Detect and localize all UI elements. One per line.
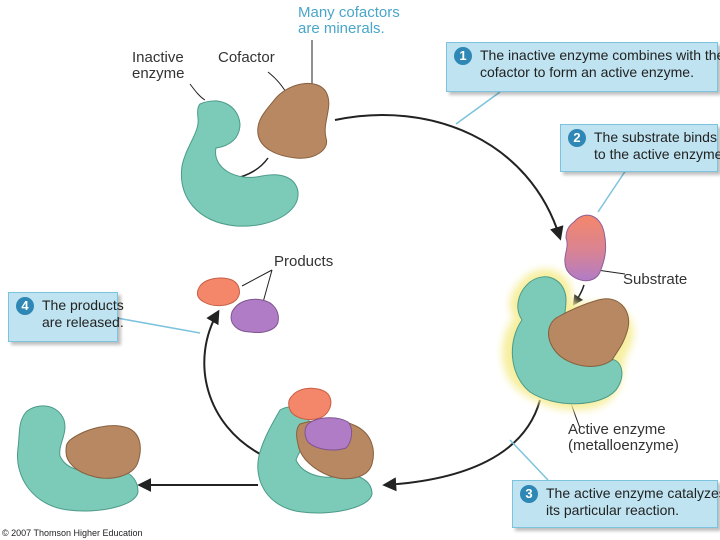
minerals-note-line-2: are minerals. <box>298 20 385 37</box>
arrow-to-release <box>203 309 263 456</box>
reacting-complex <box>257 387 374 514</box>
product-orange-shape <box>196 277 240 307</box>
substrate-label: Substrate <box>623 271 688 288</box>
copyright-notice: © 2007 Thomson Higher Education <box>2 528 143 538</box>
step-4-line-2: are released. <box>42 314 124 330</box>
inactive-enzyme-line-2: enzyme <box>132 65 185 82</box>
step-1-line-1: The inactive enzyme combines with the <box>480 47 720 63</box>
inactive-enzyme-label: Inactive enzyme <box>132 50 185 82</box>
products-label: Products <box>274 253 334 270</box>
active-enzyme-label: Active enzyme (metalloenzyme) <box>568 422 679 454</box>
step-1-badge: 1 <box>454 47 472 65</box>
step-2-line-2: to the active enzyme. <box>594 146 720 162</box>
cycle-arrows <box>137 113 585 492</box>
box-pointers <box>116 91 629 481</box>
step-3-badge: 3 <box>520 485 538 503</box>
step-1-line-2: cofactor to form an active enzyme. <box>480 64 694 80</box>
regenerated-enzyme <box>17 405 141 512</box>
cofactor-label: Cofactor <box>218 49 275 66</box>
arrow-to-substrate <box>334 113 564 241</box>
arrow-to-reaction <box>382 399 541 492</box>
step-4-badge: 4 <box>16 297 34 315</box>
step-3-line-1: The active enzyme catalyzes <box>546 485 720 501</box>
minerals-note: Many cofactors are minerals. <box>298 5 400 37</box>
product-purple-shape <box>230 298 279 333</box>
active-enzyme-shape <box>511 276 630 405</box>
inactive-enzyme-line-1: Inactive <box>132 49 184 66</box>
minerals-note-line-1: Many cofactors <box>298 4 400 21</box>
step-2-line-1: The substrate binds <box>594 129 717 145</box>
step-4-line-1: The products <box>42 297 124 313</box>
substrate-shape <box>564 214 607 282</box>
arrow-substrate-binding <box>572 284 585 306</box>
step-1-box: 1 The inactive enzyme combines with the … <box>446 42 720 92</box>
step-4-box: 4 The products are released. <box>8 292 124 342</box>
inactive-enzyme-shape <box>180 100 299 227</box>
step-3-line-2: its particular reaction. <box>546 502 680 518</box>
step-2-box: 2 The substrate binds to the active enzy… <box>560 124 720 172</box>
step-2-badge: 2 <box>568 129 586 147</box>
active-enzyme-line-1: Active enzyme <box>568 421 666 438</box>
cofactor-shape <box>257 82 330 159</box>
active-enzyme-line-2: (metalloenzyme) <box>568 437 679 454</box>
step-3-box: 3 The active enzyme catalyzes its partic… <box>512 480 720 528</box>
